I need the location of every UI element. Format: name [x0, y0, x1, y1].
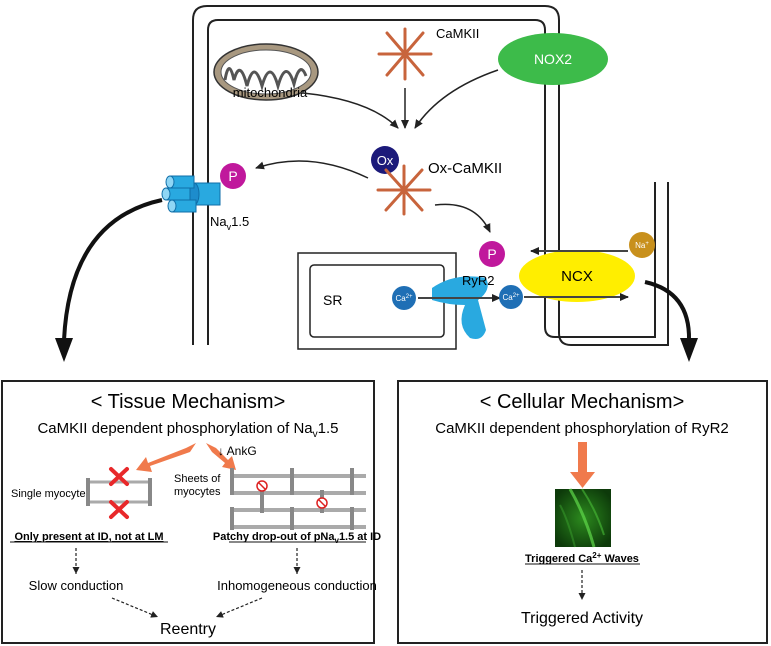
sodium-ion	[629, 232, 655, 258]
triggered-waves-label: Triggered Ca2+ Waves	[525, 551, 639, 565]
sodium-label: Na+	[635, 241, 649, 250]
arrow-nox2-to-oxcamkii	[414, 69, 499, 129]
patchy-label: Patchy drop-out of pNav1.5 at ID	[213, 531, 381, 545]
arrow-oxcamkii-to-ryr2	[434, 203, 491, 233]
reentry-label: Reentry	[160, 621, 216, 638]
cellular-title: < Cellular Mechanism>	[480, 391, 685, 413]
tissue-subtitle: CaMKII dependent phosphorylation of Nav1…	[37, 420, 338, 440]
nav-channel-icon	[161, 175, 221, 213]
arrow-slow-to-reentry	[111, 597, 159, 618]
cellular-subtitle: CaMKII dependent phosphorylation of RyR2	[435, 420, 729, 437]
ox-circle	[371, 146, 399, 174]
nox2-label: NOX2	[534, 51, 572, 67]
cellular-orange-arrow	[570, 442, 595, 488]
arrow-to-cellular-panel	[644, 280, 692, 341]
no-sign-icon	[316, 497, 328, 509]
nav-phospho-label: P	[228, 168, 237, 184]
sr-label: SR	[323, 292, 342, 308]
inhomogeneous-conduction-label: Inhomogeneous conduction	[217, 578, 377, 593]
slow-conduction-label: Slow conduction	[29, 578, 124, 593]
ox-camkii-icon	[376, 164, 432, 216]
myocyte-sheet-icon	[230, 468, 366, 530]
sr-outer-box	[297, 252, 457, 350]
ncx-label: NCX	[561, 268, 593, 285]
arrow-inhomog-to-reentry	[215, 597, 263, 618]
nav-label: Nav1.5	[210, 214, 249, 232]
cellular-panel	[397, 380, 768, 644]
camkii-icon	[377, 27, 433, 81]
nox2-ellipse	[498, 33, 608, 85]
cell-membrane-inner	[207, 19, 656, 345]
ox-camkii-label: Ox-CaMKII	[428, 160, 502, 177]
tissue-orange-arrows	[136, 443, 236, 472]
single-myocyte-label: Single myocyte	[11, 488, 86, 500]
sheets-label-line1: Sheets of	[174, 473, 221, 485]
cytosol-calcium-ion	[499, 285, 523, 309]
nav-phospho-circle	[220, 163, 246, 189]
ox-label: Ox	[377, 153, 394, 168]
cytosol-calcium-label: Ca2+	[502, 293, 520, 302]
ncx-ellipse	[519, 250, 635, 302]
arrow-oxcamkii-to-nav	[255, 160, 369, 179]
triggered-activity-label: Triggered Activity	[521, 610, 643, 627]
ryr2-channel-icon	[432, 276, 488, 339]
arrow-mito-to-oxcamkii	[302, 92, 399, 129]
only-present-label: Only present at ID, not at LM	[14, 531, 163, 543]
mitochondria-icon	[213, 43, 319, 101]
camkii-label: CaMKII	[436, 26, 479, 41]
sr-calcium-label: Ca2+	[395, 294, 413, 303]
tissue-title: < Tissue Mechanism>	[91, 391, 286, 413]
ryr2-label: RyR2	[462, 273, 495, 288]
cross-icon	[109, 500, 129, 519]
calcium-wave-image	[555, 488, 611, 548]
arrow-to-tissue-panel	[62, 198, 163, 341]
cell-membrane-outer	[192, 5, 669, 346]
ryr2-phospho-circle	[479, 241, 505, 267]
tissue-panel	[1, 380, 375, 644]
no-sign-icon	[256, 480, 268, 492]
sheets-label-line2: myocytes	[174, 486, 221, 498]
cross-icon	[109, 467, 129, 486]
ryr2-phospho-label: P	[487, 246, 496, 262]
ankg-label: ↓ AnkG	[218, 444, 257, 458]
mitochondria-label: mitochondria	[233, 85, 308, 100]
single-myocyte-icon	[86, 478, 152, 506]
sr-calcium-ion	[392, 286, 416, 310]
